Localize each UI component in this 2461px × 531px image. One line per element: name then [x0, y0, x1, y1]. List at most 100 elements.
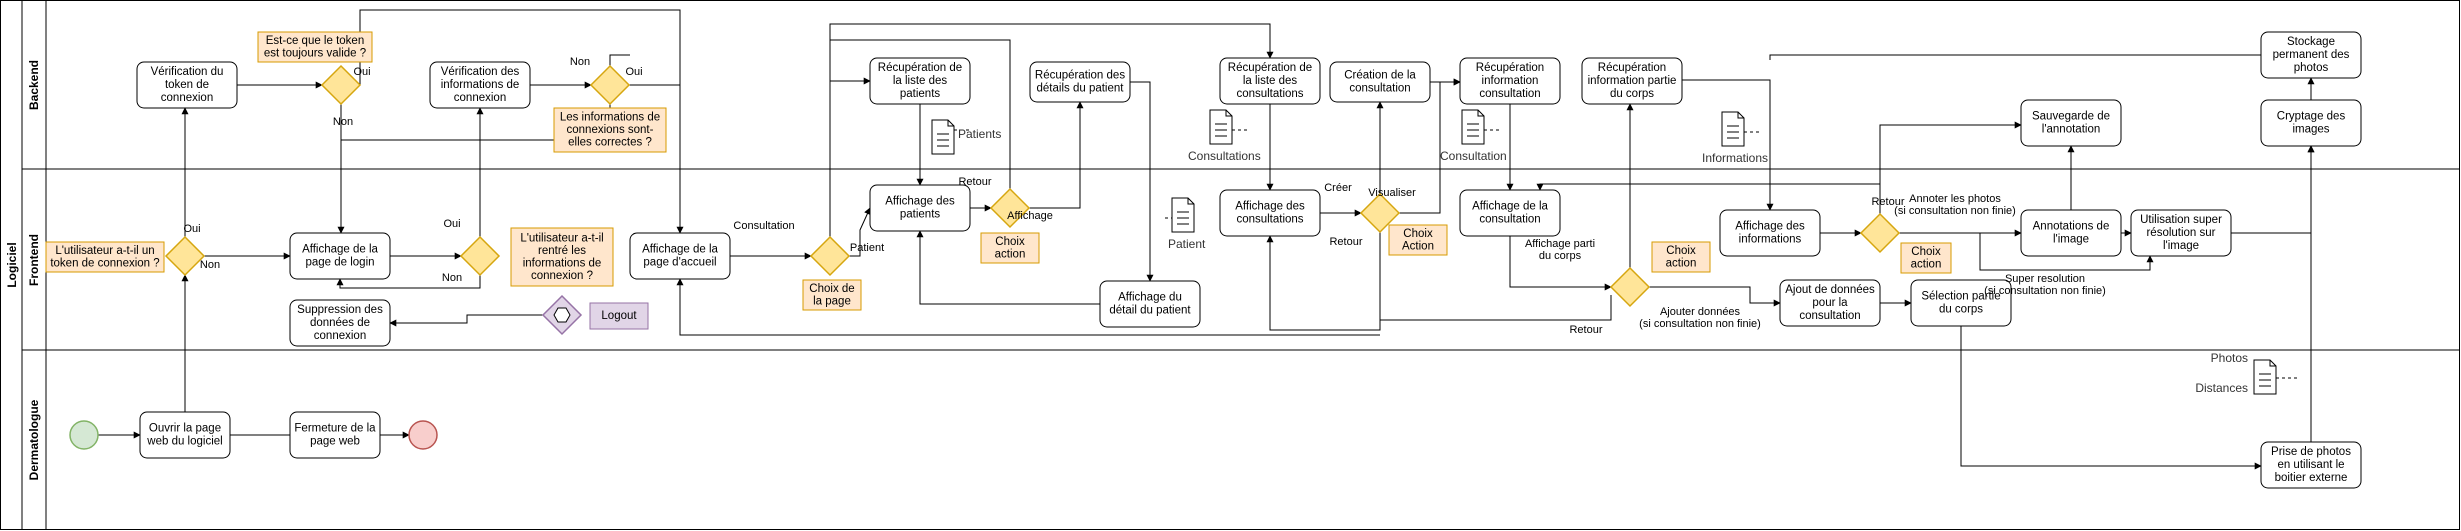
edge-label-text: Non	[200, 259, 220, 271]
text-line: patients	[900, 88, 941, 100]
note-box	[553, 107, 667, 153]
task-box	[1719, 209, 1821, 257]
text-line: information partie	[1588, 75, 1677, 87]
hexagon-icon	[553, 307, 571, 323]
gateway-choix-patients	[989, 187, 1031, 229]
task-box	[629, 232, 731, 280]
edge-label-text: Visualiser	[1368, 187, 1416, 199]
document-icon-photos: Photos	[2211, 351, 2277, 395]
edge	[829, 23, 1274, 237]
end-event	[408, 420, 438, 450]
document-icon-consultation: Consultation	[1440, 109, 1507, 163]
text-line: (si consultation non finie)	[1894, 205, 2016, 217]
text-line: Récupération	[1598, 62, 1666, 74]
text-line: permanent des	[2273, 49, 2350, 61]
task-box	[2130, 209, 2232, 257]
document-label-consultation: Consultation	[1440, 149, 1507, 163]
edge	[1899, 232, 2154, 271]
text-line: Affichage de la	[1472, 201, 1548, 213]
lane-title-dermatologue: Dermatologue	[27, 399, 41, 480]
edge-label-non-rentre: Non	[442, 272, 462, 284]
text-line: consultation	[1479, 88, 1540, 100]
text-line: la page	[813, 295, 851, 307]
text-line: Cryptage des	[2277, 111, 2346, 123]
text-line: Affichage du	[1118, 292, 1182, 304]
edge-label-retour-patients: Retour	[958, 176, 991, 188]
gateway-rentre-infos	[459, 235, 501, 277]
text-line: connexion	[161, 92, 213, 104]
document-icon	[1461, 109, 1485, 145]
text-line: Annoter les photos	[1909, 193, 2001, 205]
text-line: consultations	[1236, 88, 1303, 100]
document-label-patient: Patient	[1168, 237, 1206, 251]
text-line: patients	[900, 209, 941, 221]
edge	[849, 207, 871, 257]
task-box	[2260, 99, 2362, 147]
edge	[1769, 54, 2261, 60]
edge	[1266, 232, 1381, 331]
text-line: Affichage des	[1235, 201, 1305, 213]
document-fold	[1737, 112, 1744, 119]
document-icon-consultations: Consultations	[1188, 109, 1261, 163]
text-line: connexions sont-	[567, 124, 654, 136]
text-line: page web	[310, 436, 360, 448]
edge-label-text: Oui	[625, 66, 642, 78]
text-line: du corps	[1939, 304, 1983, 316]
text-line: Les informations de	[560, 112, 660, 124]
task-box	[869, 57, 971, 105]
note-box	[257, 31, 373, 63]
text-line: Vérification des	[441, 66, 520, 78]
edge-label-ajouter-donnees: Ajouter données(si consultation non fini…	[1639, 306, 1761, 330]
edge	[1879, 121, 2022, 214]
text-line: Choix de	[809, 283, 854, 295]
edge-label-text: Consultation	[733, 220, 794, 232]
edge-label-text: Retour	[1329, 236, 1362, 248]
note-box	[980, 232, 1040, 264]
document-icon	[1209, 109, 1233, 145]
text-line: Vérification du	[151, 66, 224, 78]
edges	[98, 9, 2315, 470]
text-line: Sélection partie	[1921, 291, 2000, 303]
text-line: action	[995, 248, 1026, 260]
text-line: Super resolution	[2005, 273, 2085, 285]
text-line: l'annotation	[2042, 124, 2100, 136]
task-box	[1459, 57, 1561, 105]
text-line: Affichage des	[1735, 221, 1805, 233]
gateway-choix-informations	[1859, 212, 1901, 254]
document-fold	[947, 120, 954, 127]
edge	[609, 54, 630, 66]
text-line: Ajout de données	[1785, 284, 1875, 296]
edge-label-text: Oui	[443, 218, 460, 230]
edge-label-affichage: Affichage	[1007, 210, 1053, 222]
edge-label-text: Patient	[850, 242, 884, 254]
text-line: consultation	[1479, 214, 1540, 226]
text-line: connexion ?	[531, 270, 593, 282]
edge-label-creer: Créer	[1324, 182, 1352, 194]
text-line: (si consultation non finie)	[1984, 285, 2106, 297]
text-line: connexion	[454, 92, 506, 104]
task-box	[1910, 279, 2012, 327]
task-box	[289, 299, 391, 347]
document-label-photos: Photos	[2211, 351, 2248, 365]
edge-label-oui-token: Oui	[353, 66, 370, 78]
gateway-user-token	[164, 235, 206, 277]
text-line: Sauvegarde de	[2032, 111, 2110, 123]
task-annotations-image: Annotations del'image	[2020, 209, 2122, 257]
note-logout[interactable]: Logout	[589, 302, 649, 330]
document-fold	[2269, 360, 2276, 367]
edge-labels: OuiNonNonOuiOuiNonOuiNonConsultationPati…	[183, 56, 2105, 336]
task-box	[136, 61, 238, 109]
text-line: Ouvrir la page	[149, 423, 221, 435]
text-line: du corps	[1610, 88, 1654, 100]
task-box	[2260, 31, 2362, 79]
